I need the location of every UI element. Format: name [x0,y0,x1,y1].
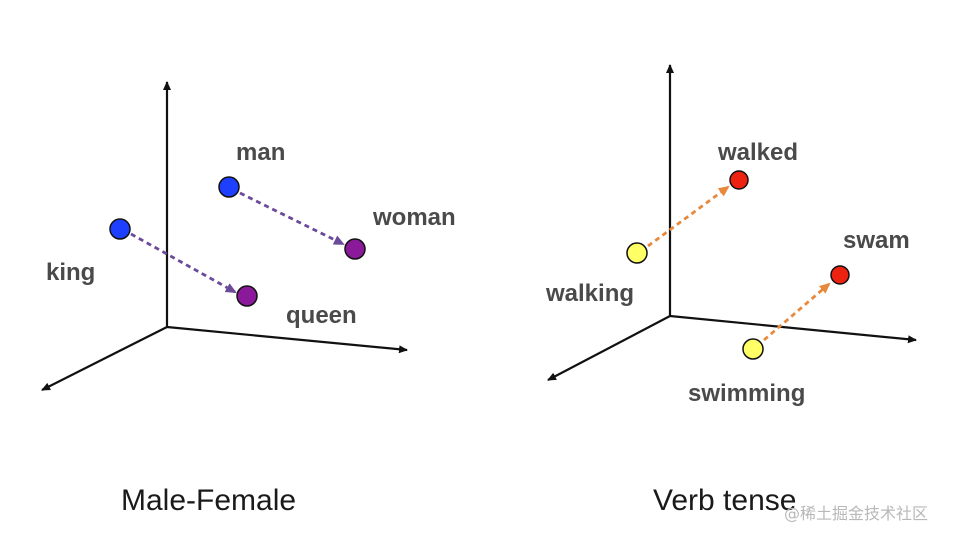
label-woman: woman [372,204,456,231]
panel-verb-tense: walked walking swam swimming Verb tense [545,64,917,517]
axis-right [669,314,917,344]
arrow-man-to-woman [239,191,345,246]
axis-depth [41,326,168,391]
panel-male-female: man woman king queen Male-Female [41,81,456,517]
arrow-king-to-queen [130,232,237,294]
label-walking: walking [545,280,634,307]
label-king: king [46,259,95,286]
label-walked: walked [717,139,798,166]
point-swimming [742,338,764,360]
axes-left [41,81,408,391]
caption-verb-tense: Verb tense [653,484,796,517]
axis-depth [547,315,671,381]
axes-right [547,64,917,381]
point-king [109,218,131,240]
label-swimming: swimming [688,380,805,407]
watermark: @稀土掘金技术社区 [784,504,929,523]
label-swam: swam [843,227,910,254]
arrow-walking-to-walked [647,185,730,248]
point-swam [830,265,850,285]
label-queen: queen [286,302,357,329]
point-walking [626,242,648,264]
label-man: man [236,139,285,166]
point-man [218,176,240,198]
caption-male-female: Male-Female [121,484,296,517]
axis-right [166,325,408,354]
point-walked [729,170,749,190]
point-queen [236,285,258,307]
point-woman [344,238,366,260]
